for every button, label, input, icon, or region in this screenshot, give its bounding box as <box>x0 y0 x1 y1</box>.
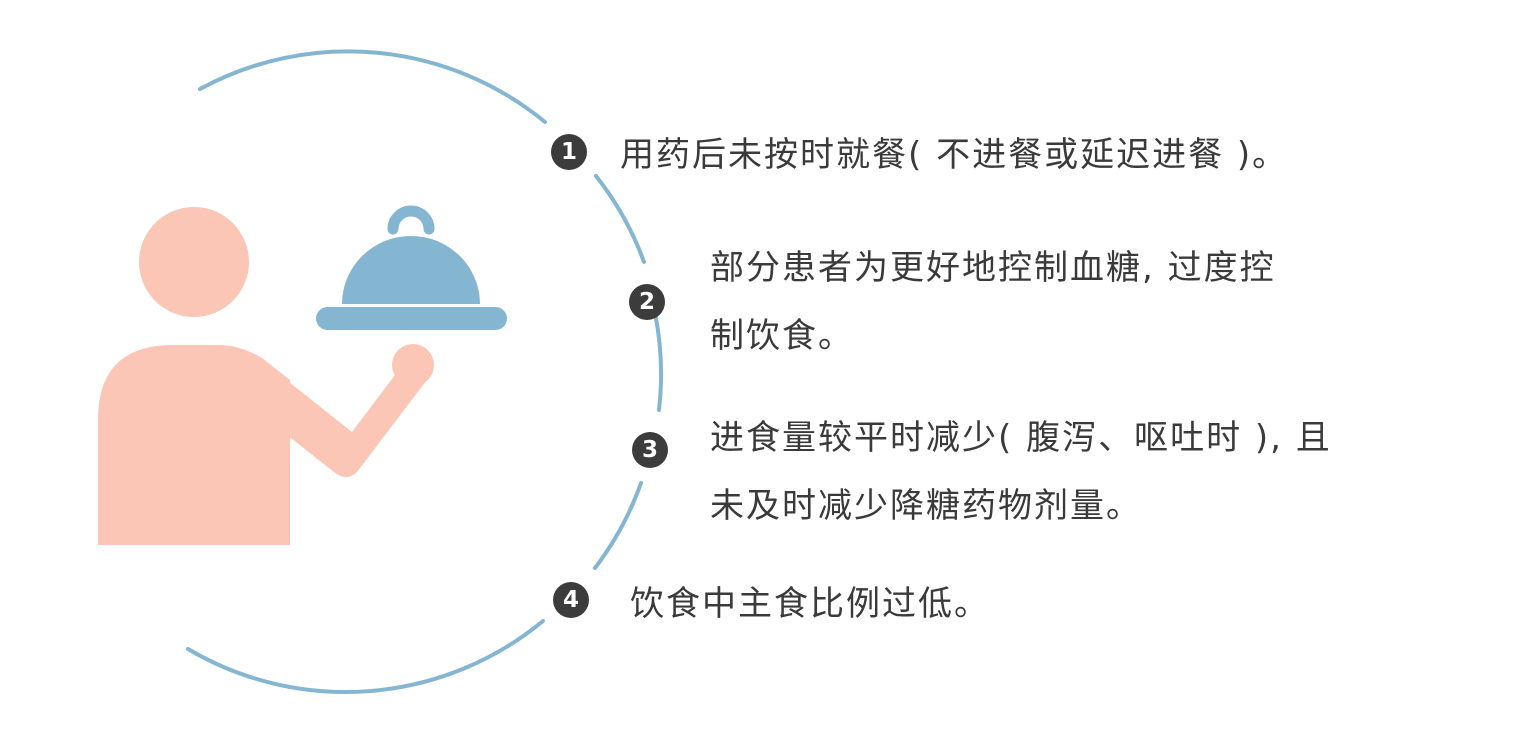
item-4-line-1: 饮食中主食比例过低。 <box>630 584 990 624</box>
item-3-text: 进食量较平时减少( 腹泻、呕吐时 ), 且 未及时减少降糖药物剂量。 <box>710 404 1332 540</box>
item-2-line-2: 制饮食。 <box>710 316 854 356</box>
item-3-line-1: 进食量较平时减少( 腹泻、呕吐时 ), 且 <box>710 418 1332 458</box>
arc-segment-upper-middle <box>594 174 646 264</box>
item-1-number-badge: 1 <box>551 134 587 170</box>
item-3-number-badge: 3 <box>632 432 668 468</box>
person-hand <box>392 344 434 386</box>
item-1-line-1: 用药后未按时就餐( 不进餐或延迟进餐 )。 <box>620 135 1289 175</box>
item-3-line-2: 未及时减少降糖药物剂量。 <box>710 486 1142 526</box>
person-head <box>139 207 249 317</box>
serving-cloche-icon <box>316 205 507 330</box>
cloche-handle <box>387 205 435 235</box>
arc-segment-bottom <box>186 619 545 694</box>
item-1-text: 用药后未按时就餐( 不进餐或延迟进餐 )。 <box>620 121 1288 189</box>
item-2-line-1: 部分患者为更好地控制血糖, 过度控 <box>710 248 1276 288</box>
arc-segment-top <box>198 49 547 124</box>
item-2-number-badge: 2 <box>629 284 665 320</box>
cloche-tray <box>316 307 507 330</box>
arc-segment-middle <box>653 311 664 412</box>
item-2-text: 部分患者为更好地控制血糖, 过度控 制饮食。 <box>710 234 1276 370</box>
arc-segment-lower-middle <box>593 481 643 570</box>
person-silhouette-icon <box>98 207 434 545</box>
item-4-text: 饮食中主食比例过低。 <box>630 570 990 638</box>
circle-arc <box>186 49 664 694</box>
cloche-dome <box>342 236 480 304</box>
item-4-number-badge: 4 <box>553 582 589 618</box>
person-arm <box>240 355 433 477</box>
